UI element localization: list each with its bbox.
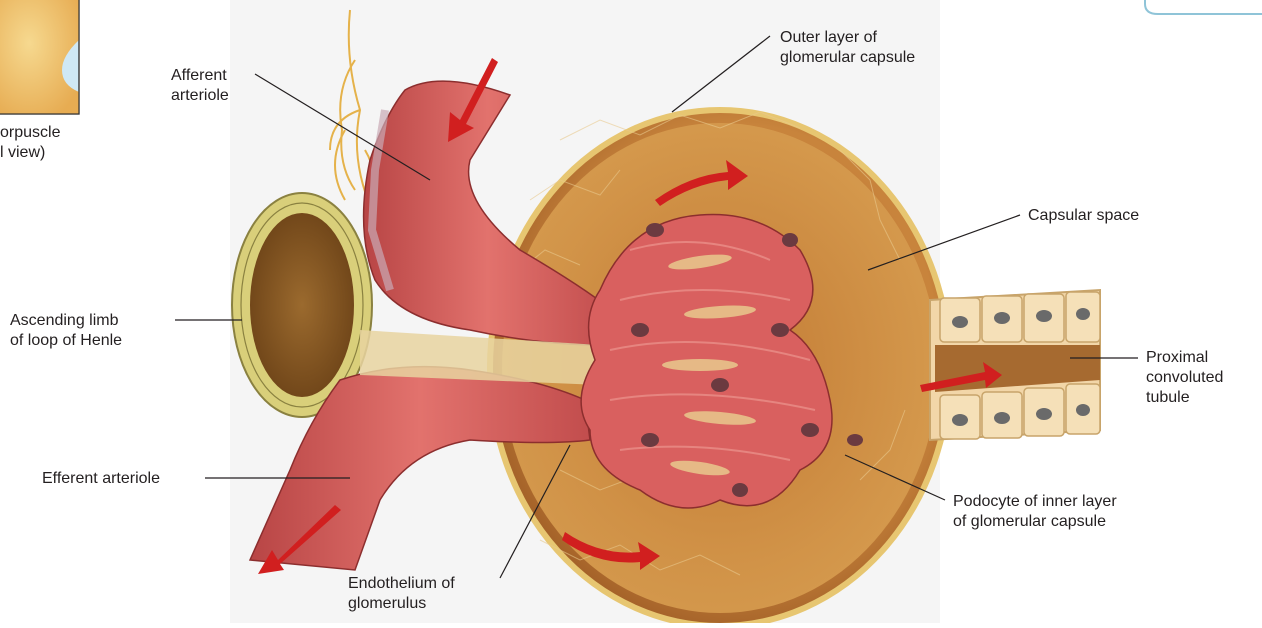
label-proximal-tubule: Proximal convoluted tubule	[1146, 348, 1223, 408]
label-outer-layer: Outer layer of glomerular capsule	[780, 28, 915, 68]
label-ascending-line2: of loop of Henle	[10, 331, 122, 351]
thumbnail-caption: orpuscle l view)	[0, 123, 80, 163]
label-endothelium-line1: Endothelium of	[348, 574, 455, 594]
label-podocyte: Podocyte of inner layer of glomerular ca…	[953, 492, 1117, 532]
label-proximal-line1: Proximal	[1146, 348, 1223, 368]
label-endothelium: Endothelium of glomerulus	[348, 574, 455, 614]
label-proximal-line3: tubule	[1146, 388, 1223, 408]
label-afferent-line1: Afferent	[171, 66, 229, 86]
thumbnail-caption-line1: orpuscle	[0, 123, 80, 143]
corner-frame	[1145, 0, 1262, 14]
proximal-tubule	[930, 290, 1100, 440]
label-podocyte-line2: of glomerular capsule	[953, 512, 1117, 532]
label-endothelium-line2: glomerulus	[348, 594, 455, 614]
label-podocyte-line1: Podocyte of inner layer	[953, 492, 1117, 512]
label-afferent-line2: arteriole	[171, 86, 229, 106]
orientation-thumbnail	[0, 0, 79, 114]
label-capsular-space: Capsular space	[1028, 206, 1139, 226]
thumbnail-caption-line2: l view)	[0, 143, 80, 163]
label-proximal-line2: convoluted	[1146, 368, 1223, 388]
label-ascending-line1: Ascending limb	[10, 311, 122, 331]
label-afferent-arteriole: Afferent arteriole	[171, 66, 229, 106]
label-outer-line1: Outer layer of	[780, 28, 915, 48]
label-efferent-arteriole: Efferent arteriole	[42, 469, 160, 489]
label-ascending-limb: Ascending limb of loop of Henle	[10, 311, 122, 351]
label-outer-line2: glomerular capsule	[780, 48, 915, 68]
